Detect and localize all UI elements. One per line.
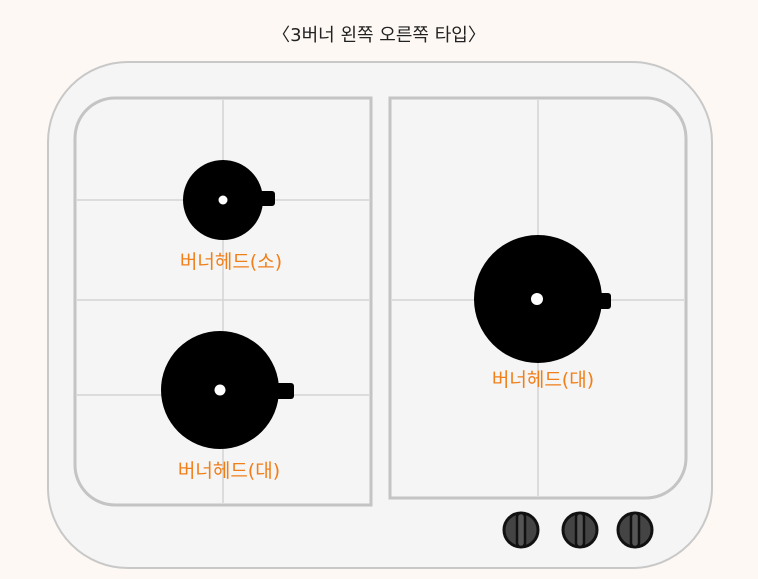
left-panel bbox=[73, 96, 373, 507]
burner-head-large-right bbox=[474, 235, 611, 363]
control-knob-2[interactable] bbox=[561, 511, 599, 549]
control-knob-3[interactable] bbox=[616, 511, 654, 549]
diagram-title: 〈3버너 왼쪽 오른쪽 타입〉 bbox=[272, 25, 486, 46]
burner-head-large-left bbox=[161, 331, 294, 449]
burner-head-small bbox=[183, 160, 275, 240]
control-knob-1[interactable] bbox=[502, 511, 540, 549]
label-burner-small: 버너헤드(소) bbox=[180, 251, 282, 273]
label-burner-large-right: 버너헤드(대) bbox=[492, 369, 594, 391]
label-burner-large-left: 버너헤드(대) bbox=[178, 460, 280, 482]
